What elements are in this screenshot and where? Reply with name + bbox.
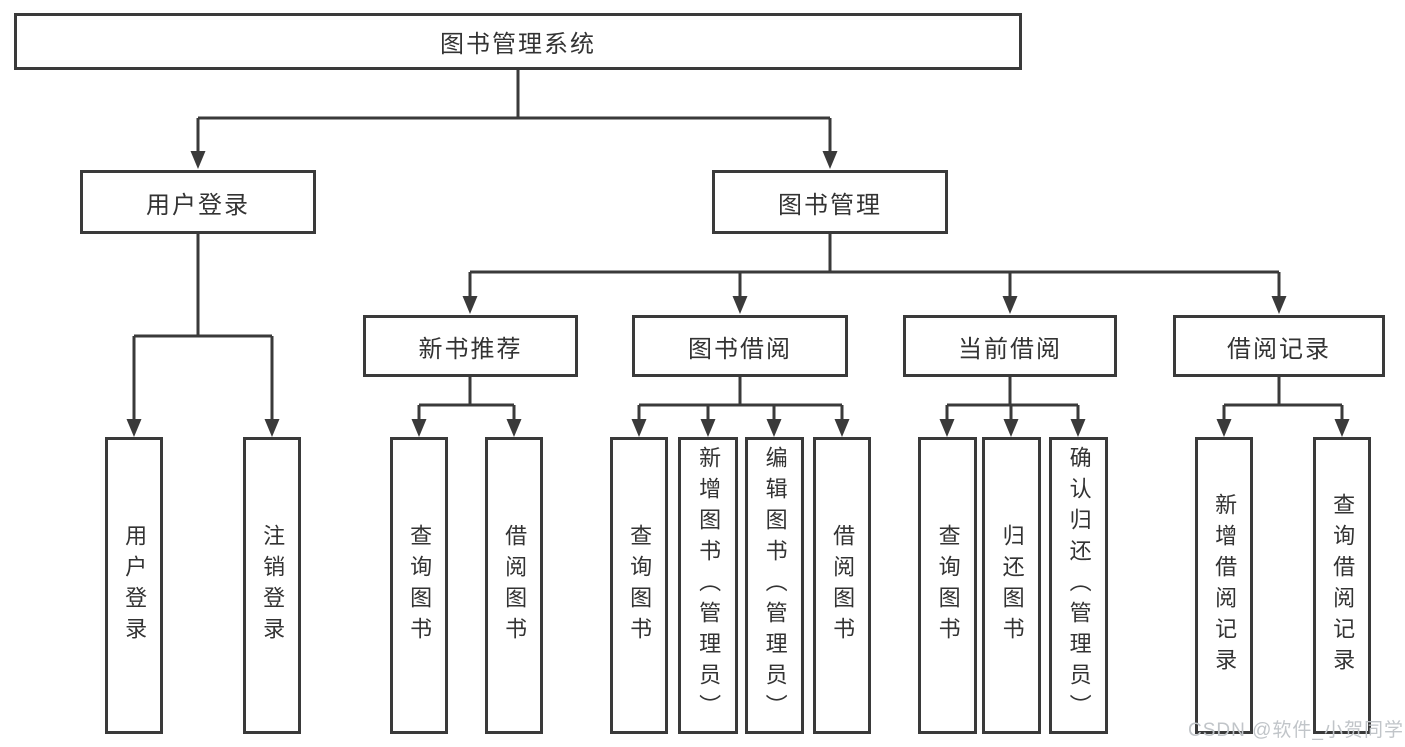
- arrowhead: [126, 419, 142, 437]
- arrowhead: [462, 296, 478, 314]
- arrowhead: [766, 419, 782, 437]
- leaf-query-books-3: 查询图书: [918, 437, 977, 734]
- arrowhead: [264, 419, 280, 437]
- arrowhead: [1070, 419, 1086, 437]
- leaf-user-login-label: 用户登录: [122, 523, 148, 648]
- leaf-query-books-1-label: 查询图书: [407, 523, 433, 648]
- leaf-user-login: 用户登录: [105, 437, 163, 734]
- node-new-book-recommend-label: 新书推荐: [418, 335, 523, 363]
- arrowhead: [834, 419, 850, 437]
- node-book-management-label: 图书管理: [778, 191, 882, 219]
- leaf-confirm-return-admin-label: 确认归还（管理员）: [1066, 446, 1092, 725]
- arrowhead: [1002, 296, 1018, 314]
- node-book-borrowing-label: 图书借阅: [688, 335, 792, 363]
- leaf-query-books-3-label: 查询图书: [935, 523, 961, 648]
- arrowhead: [1334, 419, 1350, 437]
- leaf-return-book-label: 归还图书: [999, 523, 1025, 648]
- node-user-login-label: 用户登录: [146, 191, 250, 219]
- leaf-edit-book-admin: 编辑图书（管理员）: [745, 437, 804, 734]
- arrowhead: [1271, 296, 1287, 314]
- node-borrowing-records: 借阅记录: [1173, 315, 1385, 377]
- leaf-query-books-1: 查询图书: [390, 437, 448, 734]
- leaf-add-book-admin: 新增图书（管理员）: [678, 437, 738, 734]
- leaf-borrow-books-2: 借阅图书: [813, 437, 871, 734]
- arrowhead: [190, 151, 206, 169]
- leaf-borrow-books-2-label: 借阅图书: [830, 523, 856, 648]
- leaf-add-borrow-record-label: 新增借阅记录: [1212, 492, 1238, 679]
- leaf-query-books-2: 查询图书: [610, 437, 668, 734]
- leaf-logout: 注销登录: [243, 437, 301, 734]
- node-current-borrowing: 当前借阅: [903, 315, 1117, 377]
- arrowhead: [822, 151, 838, 169]
- leaf-query-borrow-record-label: 查询借阅记录: [1330, 492, 1356, 679]
- arrowhead: [700, 419, 716, 437]
- leaf-query-borrow-record: 查询借阅记录: [1313, 437, 1371, 734]
- node-book-management: 图书管理: [712, 170, 948, 234]
- node-current-borrowing-label: 当前借阅: [958, 335, 1062, 363]
- leaf-edit-book-admin-label: 编辑图书（管理员）: [762, 446, 788, 725]
- arrowhead: [732, 296, 748, 314]
- node-library-system-label: 图书管理系统: [440, 31, 596, 58]
- arrowhead: [1216, 419, 1232, 437]
- node-book-borrowing: 图书借阅: [632, 315, 848, 377]
- arrowhead: [411, 419, 427, 437]
- csdn-watermark: CSDN @软件_小贺同学: [1188, 720, 1404, 741]
- leaf-borrow-books-1: 借阅图书: [485, 437, 543, 734]
- leaf-logout-label: 注销登录: [260, 523, 286, 648]
- arrowhead: [1003, 419, 1019, 437]
- node-new-book-recommend: 新书推荐: [363, 315, 578, 377]
- arrowhead: [506, 419, 522, 437]
- leaf-query-books-2-label: 查询图书: [627, 523, 653, 648]
- leaf-borrow-books-1-label: 借阅图书: [502, 523, 528, 648]
- leaf-add-book-admin-label: 新增图书（管理员）: [696, 446, 722, 725]
- arrowhead: [939, 419, 955, 437]
- leaf-return-book: 归还图书: [982, 437, 1041, 734]
- node-library-system: 图书管理系统: [14, 13, 1022, 70]
- node-borrowing-records-label: 借阅记录: [1227, 335, 1331, 363]
- leaf-confirm-return-admin: 确认归还（管理员）: [1049, 437, 1108, 734]
- leaf-add-borrow-record: 新增借阅记录: [1195, 437, 1253, 734]
- arrowhead: [631, 419, 647, 437]
- node-user-login: 用户登录: [80, 170, 316, 234]
